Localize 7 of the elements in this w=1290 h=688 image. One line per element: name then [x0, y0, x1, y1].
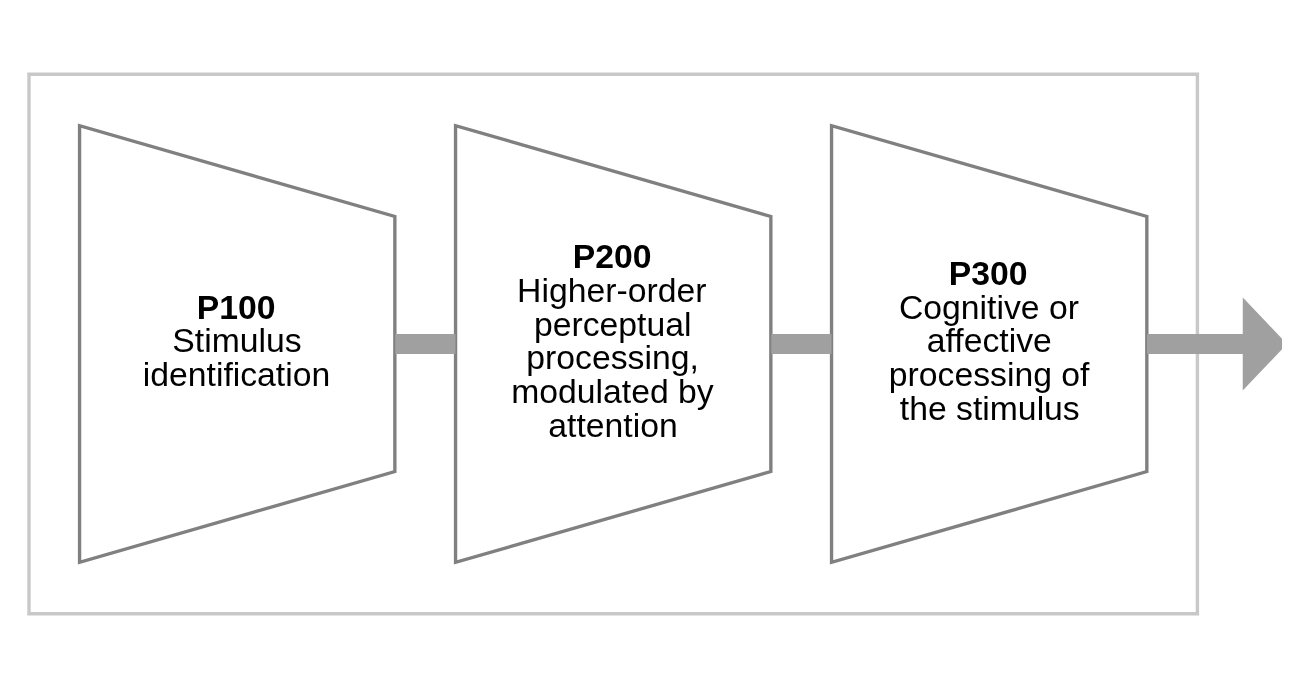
- node-box: P100 Stimulus identification: [77, 123, 397, 565]
- connector: [395, 333, 456, 355]
- connector: [771, 333, 832, 355]
- node-box: P200 Higher-order perceptual processing, modulated by attention: [453, 123, 773, 565]
- node-box: P300 Cognitive or affective processing of the stimulus: [829, 123, 1149, 565]
- cluster: [27, 72, 1200, 616]
- arrow: [1146, 297, 1282, 391]
